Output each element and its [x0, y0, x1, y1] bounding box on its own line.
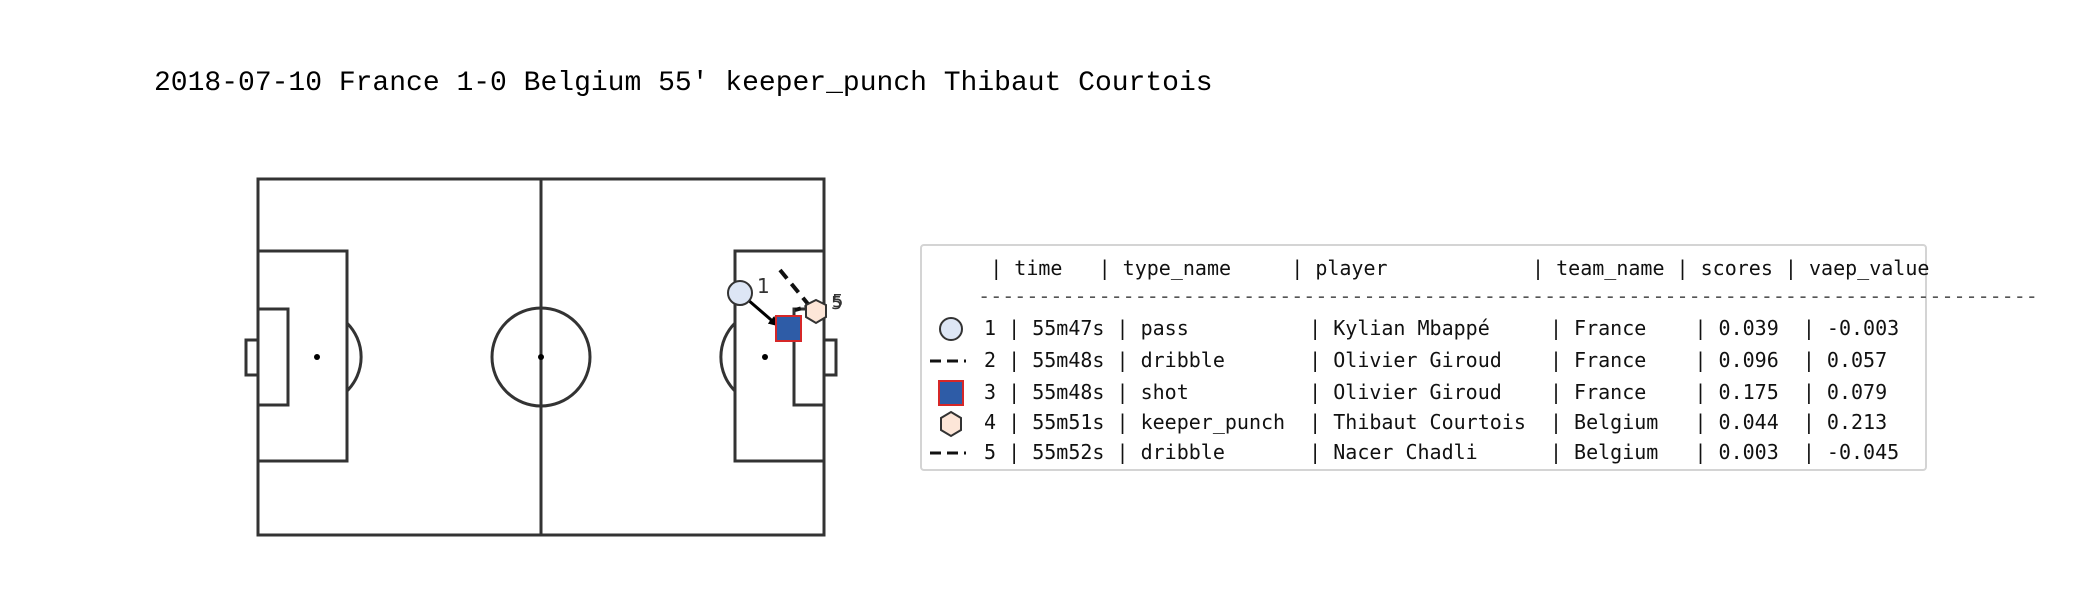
left-goal — [244, 338, 260, 377]
shot-marker-square — [775, 315, 802, 342]
pass-marker-circle — [727, 280, 753, 306]
left-penalty-arc — [345, 321, 363, 393]
marker-label-5: 5 — [831, 293, 842, 314]
right-penalty-spot — [762, 354, 768, 360]
marker-label-1: 1 — [757, 274, 770, 298]
dashed-line-icon — [930, 359, 966, 363]
dashed-line-icon — [930, 451, 966, 455]
table-row: 1 | 55m47s | pass | Kylian Mbappé | Fran… — [972, 316, 1900, 340]
table-separator: ----------------------------------------… — [930, 284, 2038, 308]
legend-table: | time | type_name | player | team_name … — [920, 244, 2038, 471]
table-row: 4 | 55m51s | keeper_punch | Thibaut Cour… — [972, 410, 1888, 434]
circle-icon — [939, 317, 963, 341]
table-row: 2 | 55m48s | dribble | Olivier Giroud | … — [972, 348, 1888, 372]
right-goal — [822, 338, 838, 377]
hexagon-icon — [940, 410, 962, 438]
table-row: 5 | 55m52s | dribble | Nacer Chadli | Be… — [972, 440, 1900, 464]
right-penalty-box — [733, 249, 826, 463]
marker-label-5b: 5 — [832, 291, 843, 312]
dribble-line-2 — [778, 268, 810, 306]
left-penalty-spot — [314, 354, 320, 360]
right-penalty-arc — [719, 321, 737, 393]
left-penalty-box — [256, 249, 349, 463]
figure-title: 2018-07-10 France 1-0 Belgium 55' keeper… — [154, 68, 1213, 99]
table-row: 3 | 55m48s | shot | Olivier Giroud | Fra… — [972, 380, 1888, 404]
square-icon — [938, 380, 964, 406]
left-six-yard-box — [256, 307, 290, 407]
keeper-punch-marker-hexagon — [805, 298, 827, 325]
center-circle — [490, 306, 592, 408]
table-header: | time | type_name | player | team_name … — [930, 256, 1930, 280]
center-spot — [538, 354, 544, 360]
